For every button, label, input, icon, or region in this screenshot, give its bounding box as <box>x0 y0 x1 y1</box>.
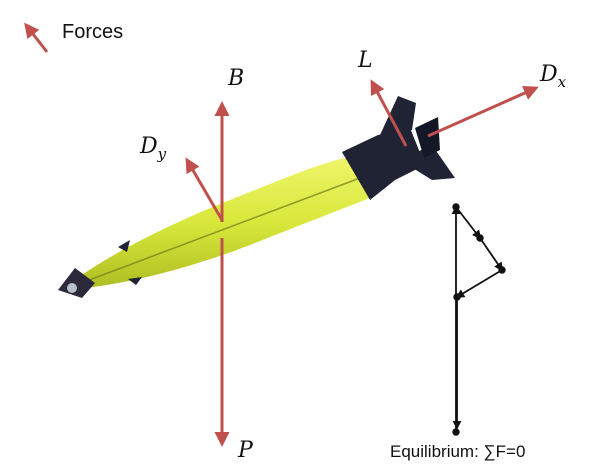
equilibrium-caption: Equilibrium: ∑F=0 <box>390 442 526 461</box>
label-Dx: Dx <box>540 62 566 90</box>
force-polygon <box>451 203 506 436</box>
missile-seam <box>67 177 361 289</box>
missile-mid-fin <box>118 240 130 252</box>
polygon-side-Dy <box>455 206 482 240</box>
missile-mid-fin <box>128 277 142 285</box>
polygon-vertex <box>453 293 461 301</box>
missile-tail-fin <box>400 145 455 180</box>
label-Dx-symbol: D <box>540 62 558 87</box>
force-arrow-Dy <box>185 157 224 221</box>
polygon-side-L <box>479 237 504 272</box>
missile-tail-fin <box>415 117 440 158</box>
polygon-vertex <box>498 266 506 274</box>
missile-tail-body <box>342 128 425 200</box>
missile-tail-fin <box>380 96 416 135</box>
label-Dy-subscript: y <box>157 145 167 163</box>
label-B-symbol: B <box>228 66 245 91</box>
missile-nose <box>58 268 95 298</box>
polygon-side-Dx <box>455 269 503 298</box>
missile-nose-glint <box>67 283 77 293</box>
force-arrow-Dx <box>427 86 539 138</box>
legend-label: Forces <box>62 21 124 43</box>
polygon-vertex <box>452 428 460 436</box>
label-Dx-subscript: x <box>557 73 567 91</box>
label-L-symbol: L <box>358 48 373 73</box>
label-L: L <box>358 50 373 72</box>
force-arrow-L <box>370 79 408 147</box>
label-P-symbol: P <box>238 438 253 463</box>
label-Dy-symbol: D <box>140 134 158 159</box>
missile <box>58 96 455 298</box>
legend-arrow <box>24 22 49 53</box>
missile-body <box>62 158 372 290</box>
label-P: P <box>238 440 253 462</box>
label-B: B <box>228 68 244 90</box>
label-Dy: Dy <box>140 134 166 162</box>
polygon-vertex <box>452 203 460 211</box>
polygon-vertex <box>476 234 484 242</box>
